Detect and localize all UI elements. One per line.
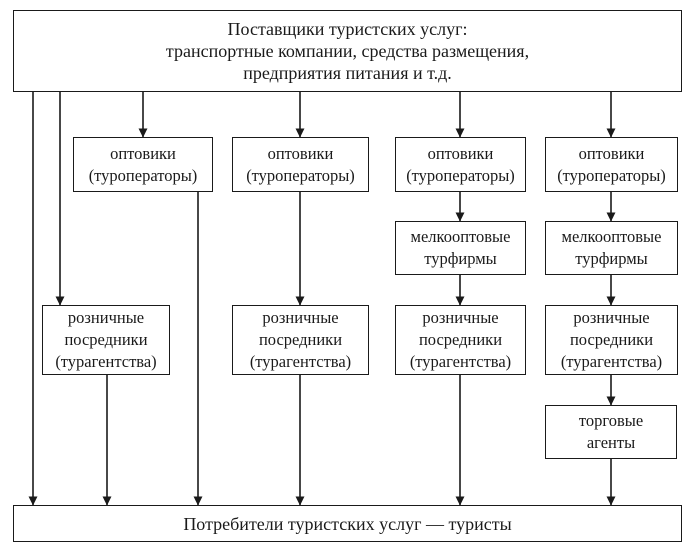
wholesaler-sublabel: (туроператоры) — [88, 165, 198, 185]
wholesaler-label: оптовики — [578, 143, 645, 163]
retailer-label-2: посредники — [418, 330, 503, 349]
suppliers-line-3: предприятия питания и т.д. — [243, 63, 452, 83]
retailer-box-3: розничные посредники (турагентства) — [395, 305, 526, 375]
suppliers-box: Поставщики туристских услуг: транспортны… — [13, 10, 682, 92]
wholesaler-label: оптовики — [110, 143, 176, 163]
wholesaler-label: оптовики — [267, 143, 334, 163]
wholesaler-box-3: оптовики (туроператоры) — [395, 137, 526, 192]
small-wholesaler-label: мелкооптовые — [561, 227, 662, 246]
suppliers-line-1: Поставщики туристских услуг: — [227, 19, 468, 39]
retailer-label: розничные — [67, 308, 145, 327]
retailer-label: розничные — [262, 308, 339, 327]
retailer-label-2: посредники — [258, 330, 343, 349]
retailer-sublabel: (турагентства) — [55, 352, 157, 371]
retailer-label: розничные — [422, 308, 499, 327]
trade-agents-box: торговые агенты — [545, 405, 677, 459]
retailer-label-2: посредники — [64, 330, 148, 349]
wholesaler-label: оптовики — [427, 143, 494, 163]
small-wholesaler-sublabel: турфирмы — [575, 249, 648, 268]
retailer-sublabel: (турагентства) — [249, 352, 352, 371]
small-wholesaler-label: мелкооптовые — [410, 227, 511, 246]
consumers-label: Потребители туристских услуг — туристы — [183, 513, 512, 534]
wholesaler-sublabel: (туроператоры) — [246, 165, 355, 185]
consumers-box: Потребители туристских услуг — туристы — [13, 505, 682, 542]
retailer-box-1: розничные посредники (турагентства) — [42, 305, 170, 375]
small-wholesaler-box-3: мелкооптовые турфирмы — [395, 221, 526, 275]
wholesaler-box-2: оптовики (туроператоры) — [232, 137, 369, 192]
suppliers-line-2: транспортные компании, средства размещен… — [165, 41, 530, 61]
trade-agents-sublabel: агенты — [586, 433, 636, 452]
trade-agents-label: торговые — [578, 411, 644, 430]
retailer-label-2: посредники — [569, 330, 654, 349]
wholesaler-box-4: оптовики (туроператоры) — [545, 137, 678, 192]
wholesaler-sublabel: (туроператоры) — [406, 165, 515, 185]
retailer-sublabel: (турагентства) — [409, 352, 512, 371]
small-wholesaler-box-4: мелкооптовые турфирмы — [545, 221, 678, 275]
retailer-box-4: розничные посредники (турагентства) — [545, 305, 678, 375]
wholesaler-sublabel: (туроператоры) — [557, 165, 666, 185]
retailer-box-2: розничные посредники (турагентства) — [232, 305, 369, 375]
small-wholesaler-sublabel: турфирмы — [424, 249, 497, 268]
retailer-label: розничные — [573, 308, 650, 327]
wholesaler-box-1: оптовики (туроператоры) — [73, 137, 213, 192]
retailer-sublabel: (турагентства) — [560, 352, 663, 371]
